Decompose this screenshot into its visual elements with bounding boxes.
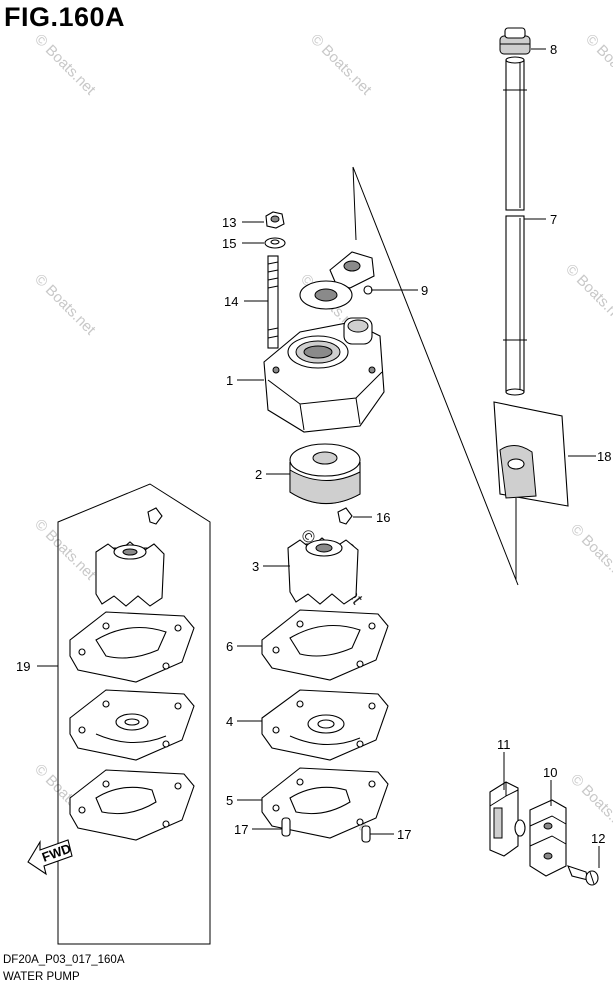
part-11-holder: [489, 781, 526, 857]
watermark: © Boats.net: [567, 521, 613, 589]
callout-2: 2: [255, 467, 262, 482]
callout-10: 10: [543, 765, 557, 780]
watermark: © Boats.net: [567, 771, 613, 839]
callout-9: 9: [421, 283, 428, 298]
fwd-arrow: FWD: [27, 839, 73, 876]
part-1-pump-case: [263, 317, 385, 433]
watermark: © Boats.net: [307, 31, 375, 99]
part-13-nut: [265, 211, 285, 229]
callout-11: 11: [497, 737, 511, 752]
part-14-stud: [267, 255, 279, 349]
callout-1: 1: [226, 373, 233, 388]
watermark: © Boats.net: [31, 31, 99, 99]
part-10-clip: [529, 799, 567, 877]
callout-6: 6: [226, 639, 233, 654]
callout-8: 8: [550, 42, 557, 57]
figure-name: WATER PUMP: [3, 971, 80, 983]
watermark: © Boats.net: [582, 31, 613, 99]
part-6-gasket: [261, 609, 389, 681]
callout-13: 13: [222, 215, 236, 230]
callout-16: 16: [376, 510, 390, 525]
callout-15: 15: [222, 236, 236, 251]
callout-labels: 8 7 9 13 15 14 1 2 16 3 6 4 5 17 17 19 1…: [16, 42, 611, 846]
part-8-grommet: [499, 27, 531, 55]
figure-code: DF20A_P03_017_160A: [3, 954, 125, 966]
watermark: © Boats.net: [31, 271, 99, 339]
part-16-key: [337, 507, 353, 525]
leader-lines: [37, 48, 600, 868]
callout-14: 14: [224, 294, 238, 309]
watermark: © Boats.net: [31, 516, 99, 584]
callout-7: 7: [550, 212, 557, 227]
callout-17-right: 17: [397, 827, 411, 842]
callout-12: 12: [591, 831, 605, 846]
part-5-gasket: [261, 767, 389, 839]
part-18-seal: [493, 401, 569, 507]
part-7-water-tube: [503, 56, 527, 396]
part-17-pins: [281, 817, 371, 843]
part-3-impeller: [287, 537, 359, 605]
callout-5: 5: [226, 793, 233, 808]
part-15-washer: [264, 237, 286, 249]
part-9-bracket: [299, 251, 375, 310]
part-19-repair-kit: [57, 483, 211, 945]
part-12-screw: [567, 865, 599, 886]
callout-19: 19: [16, 659, 30, 674]
part-2-liner: [289, 443, 361, 505]
callout-17-left: 17: [234, 822, 248, 837]
watermark: © Boats.net: [562, 261, 613, 329]
callout-4: 4: [226, 714, 233, 729]
figure-title: FIG.160A: [4, 2, 126, 32]
callout-3: 3: [252, 559, 259, 574]
part-4-plate: [261, 689, 389, 761]
guide-line: [352, 166, 519, 586]
callout-18: 18: [597, 449, 611, 464]
